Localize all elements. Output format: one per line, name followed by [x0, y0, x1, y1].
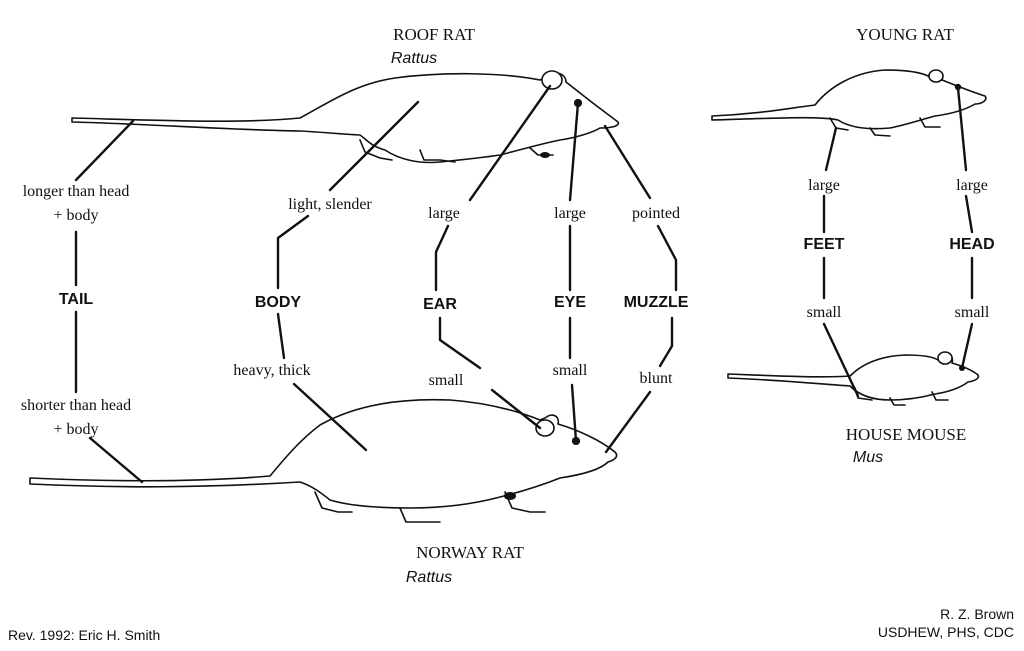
- roof-rat-illustration: [71, 70, 620, 164]
- head-label: HEAD: [949, 236, 994, 253]
- eye-bottom-text: small: [553, 362, 588, 379]
- house-mouse-name: HOUSE MOUSE: [846, 425, 966, 444]
- norway-rat-name: NORWAY RAT: [416, 543, 524, 562]
- muzzle-bottom-text: blunt: [640, 370, 673, 387]
- tail-bottom-text-line1: shorter than head: [21, 397, 131, 414]
- tail-connector: [74, 119, 144, 484]
- ear-connector: [434, 84, 552, 430]
- house-mouse-illustration: [727, 351, 980, 406]
- ear-top-text: large: [428, 205, 460, 222]
- young-rat-illustration: [711, 69, 987, 137]
- norway-rat-illustration: [29, 398, 618, 523]
- muzzle-connector: [603, 124, 678, 454]
- muzzle-label: MUZZLE: [624, 294, 689, 311]
- eye-label: EYE: [554, 294, 586, 311]
- norway-rat-genus: Rattus: [406, 569, 452, 586]
- feet-label: FEET: [804, 236, 845, 253]
- head-bottom-text: small: [955, 304, 990, 321]
- feet-top-text: large: [808, 177, 840, 194]
- body-top-text: light, slender: [288, 196, 372, 213]
- eye-connector: [568, 99, 582, 445]
- house-mouse-genus: Mus: [853, 449, 883, 466]
- body-connector: [276, 100, 420, 452]
- roof-rat-genus: Rattus: [391, 50, 437, 67]
- tail-top-text-line1: longer than head: [23, 183, 130, 200]
- eye-top-text: large: [554, 205, 586, 222]
- young-rat-name: YOUNG RAT: [856, 25, 954, 44]
- tail-bottom-text-line2: + body: [53, 421, 98, 438]
- agency-credit: USDHEW, PHS, CDC: [878, 624, 1014, 640]
- ear-bottom-text: small: [429, 372, 464, 389]
- body-bottom-text: heavy, thick: [233, 362, 310, 379]
- revision-credit: Rev. 1992: Eric H. Smith: [8, 627, 160, 643]
- feet-connector: [822, 126, 860, 398]
- roof-rat-name: ROOF RAT: [393, 25, 475, 44]
- feet-bottom-text: small: [807, 304, 842, 321]
- tail-top-text-line2: + body: [53, 207, 98, 224]
- author-credit: R. Z. Brown: [940, 606, 1014, 622]
- body-label: BODY: [255, 294, 302, 311]
- ear-label: EAR: [423, 296, 457, 313]
- head-connector: [956, 86, 974, 370]
- tail-label: TAIL: [59, 291, 94, 308]
- head-top-text: large: [956, 177, 988, 194]
- muzzle-top-text: pointed: [632, 205, 680, 222]
